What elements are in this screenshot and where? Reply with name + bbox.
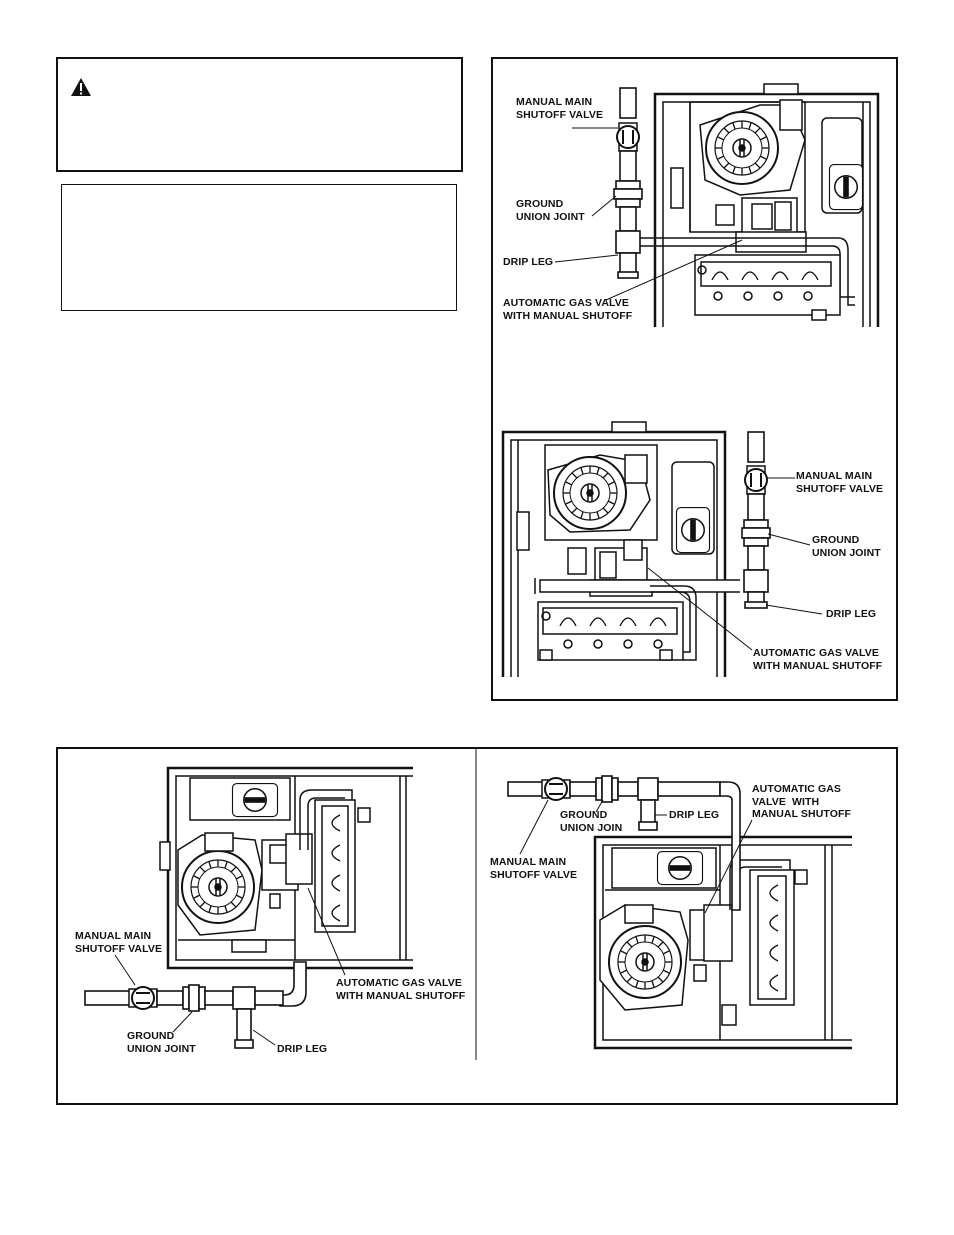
warning-box: [56, 57, 463, 172]
horizontal-left-furnace: [159, 766, 413, 970]
horizontal-right-drip-leg-label: DRIP LEG: [669, 809, 720, 821]
upflow-right-leaders: [647, 477, 823, 651]
horizontal-right-auto-valve-label: AUTOMATIC GAS VALVE WITH MANUAL SHUTOFF: [752, 783, 852, 820]
caution-box: [61, 184, 457, 311]
upflow-right-manual-valve-label: MANUAL MAIN SHUTOFF VALVE: [796, 470, 884, 495]
upflow-figure-frame: [491, 57, 898, 701]
horizontal-left-union-label: GROUND UNION JOINT: [127, 1030, 196, 1055]
upflow-right-auto-valve-label: AUTOMATIC GAS VALVE WITH MANUAL SHUTOFF: [753, 647, 883, 672]
upflow-drip-leg-label: DRIP LEG: [503, 256, 554, 268]
horizontal-right-leaders: [519, 799, 753, 914]
horizontal-left-drip-leg-label: DRIP LEG: [277, 1043, 328, 1055]
horizontal-left-auto-valve-label: AUTOMATIC GAS VALVE WITH MANUAL SHUTOFF: [336, 977, 466, 1002]
upflow-auto-valve-label: AUTOMATIC GAS VALVE WITH MANUAL SHUTOFF: [503, 297, 633, 322]
upflow-manual-valve-label: MANUAL MAIN SHUTOFF VALVE: [516, 96, 604, 121]
horizontal-figure-frame: [56, 747, 898, 1105]
upflow-furnace: [640, 83, 880, 327]
upflow-right-drip-leg-label: DRIP LEG: [826, 608, 877, 620]
upflow-right-furnace: [501, 421, 740, 677]
horizontal-right-furnace: [593, 835, 852, 1050]
upflow-union-label: GROUND UNION JOINT: [516, 198, 585, 223]
horizontal-right-union-label: GROUND UNION JOIN: [560, 809, 623, 834]
upflow-gas-piping: [613, 87, 643, 279]
horizontal-right-gas-piping: [507, 775, 741, 911]
upflow-right-union-label: GROUND UNION JOINT: [812, 534, 881, 559]
horizontal-left-leaders: [114, 887, 346, 1046]
warning-triangle-icon: [71, 78, 91, 96]
horizontal-left-gas-piping: [84, 961, 307, 1049]
horizontal-right-manual-valve-label: MANUAL MAIN SHUTOFF VALVE: [490, 856, 578, 881]
upflow-right-gas-piping: [741, 431, 771, 609]
horizontal-left-manual-valve-label: MANUAL MAIN SHUTOFF VALVE: [75, 930, 163, 955]
upflow-leaders: [554, 127, 743, 301]
